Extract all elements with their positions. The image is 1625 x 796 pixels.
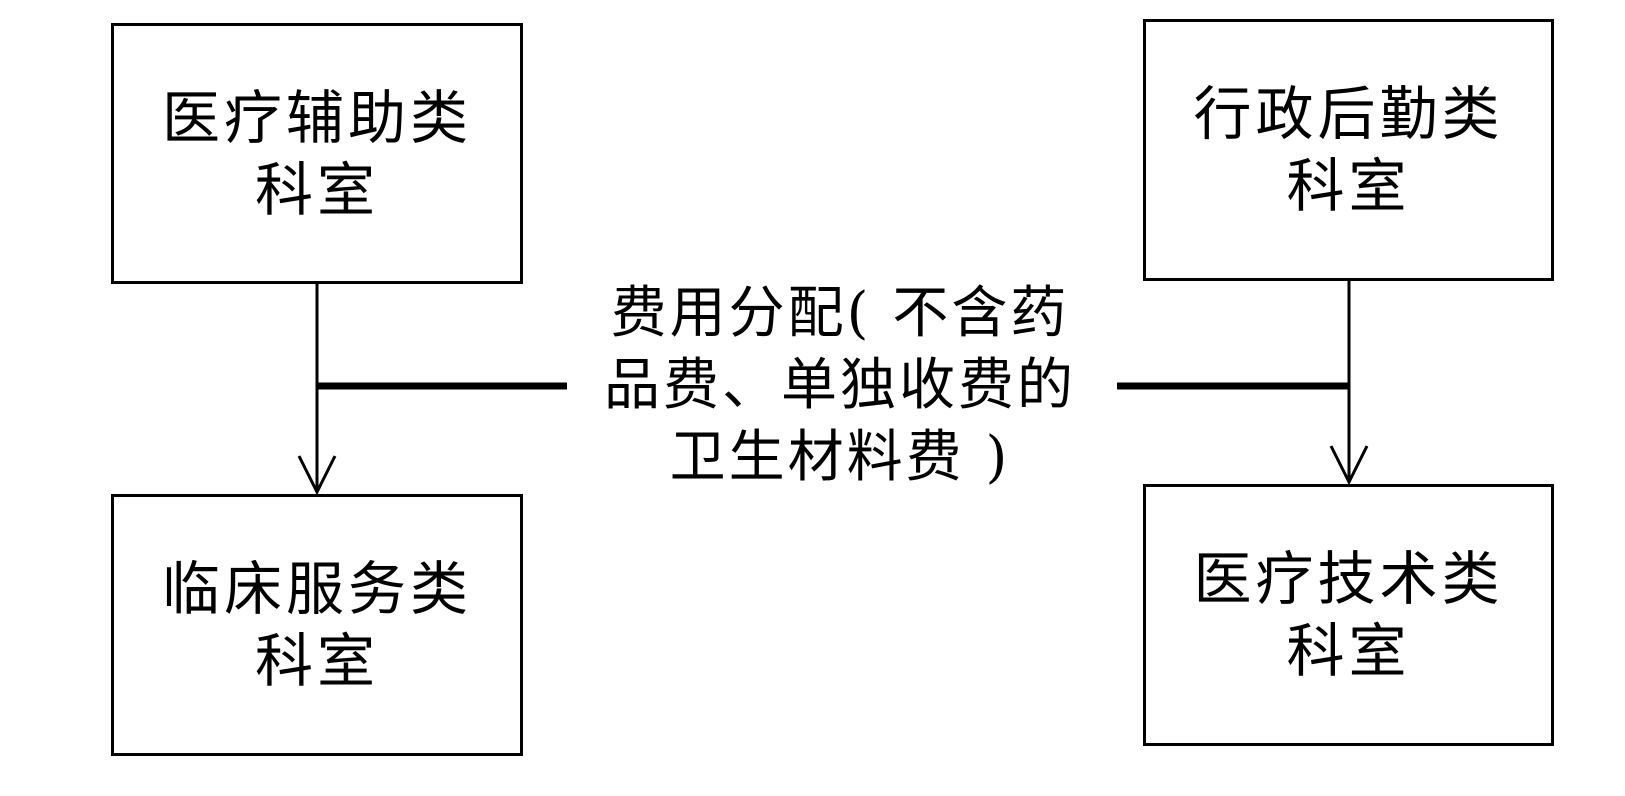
medical-aux-dept-label: 医疗辅助类 科室 xyxy=(161,83,472,224)
medical-tech-dept-label: 医疗技术类 科室 xyxy=(1193,545,1504,685)
cost-allocation-label: 费用分配( 不含药 品费、单独收费的 卫生材料费 ) xyxy=(604,281,1076,490)
medical-aux-dept-box: 医疗辅助类 科室 xyxy=(111,23,523,284)
clinical-service-dept-label: 临床服务类 科室 xyxy=(161,555,472,695)
medical-tech-dept-box: 医疗技术类 科室 xyxy=(1143,484,1554,746)
right-arrowhead-icon xyxy=(1329,445,1369,486)
left-arrowhead-icon xyxy=(297,455,337,496)
admin-logistics-dept-label: 行政后勤类 科室 xyxy=(1193,80,1504,220)
clinical-service-dept-box: 临床服务类 科室 xyxy=(111,494,523,756)
admin-logistics-dept-box: 行政后勤类 科室 xyxy=(1143,19,1554,281)
